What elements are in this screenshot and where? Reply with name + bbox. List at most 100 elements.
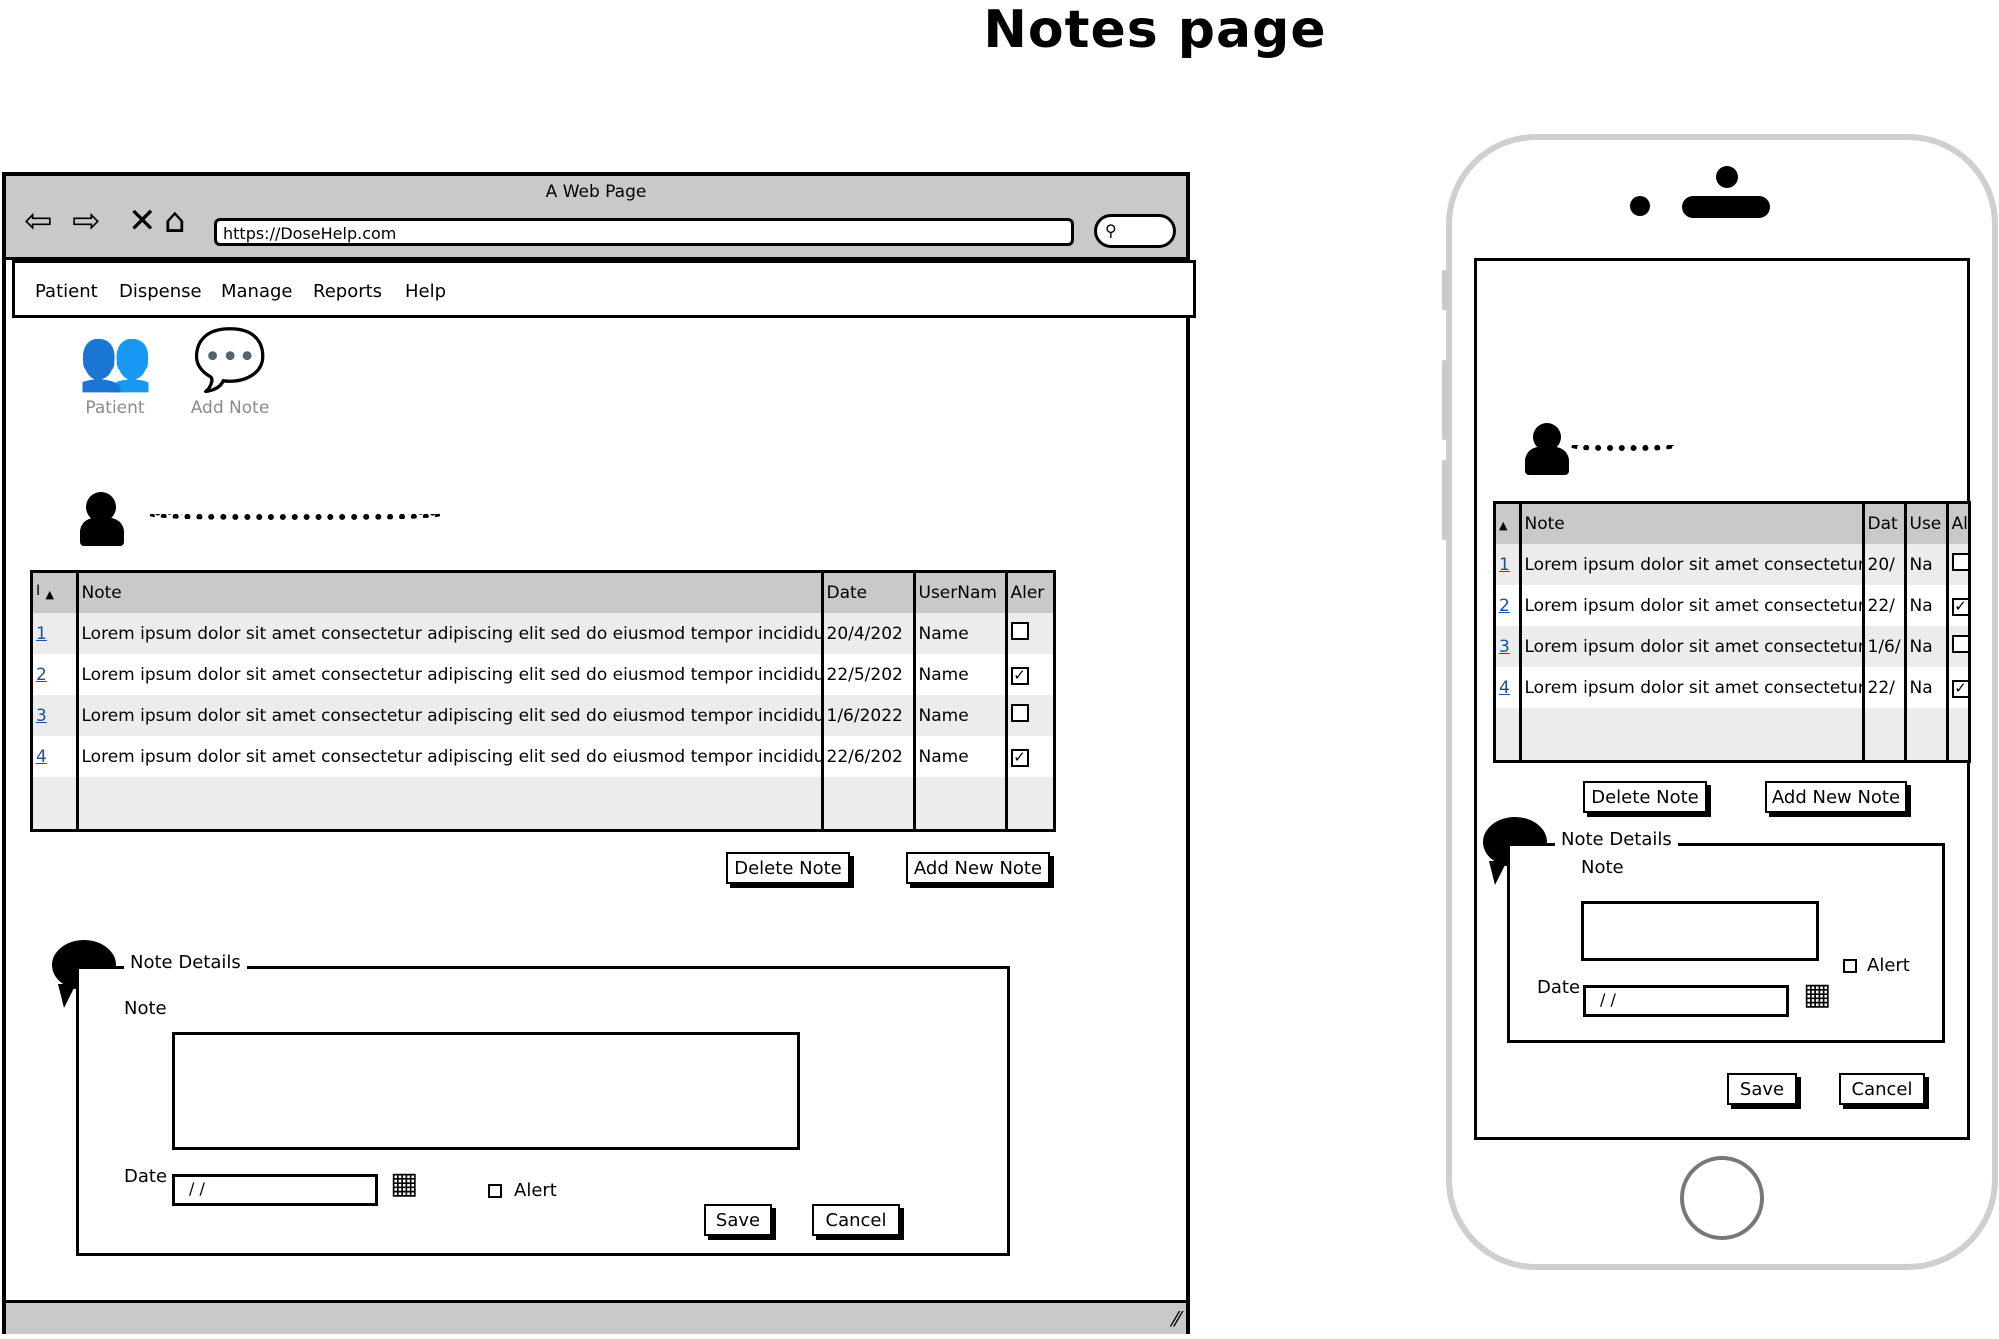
row-link[interactable]: 4 (1499, 677, 1510, 698)
patient-name-placeholder (1571, 441, 1675, 451)
menu-patient[interactable]: Patient (35, 281, 98, 302)
phone-mute-switch (1442, 270, 1448, 310)
table-row[interactable]: 4 Lorem ipsum dolor sit amet consectetur… (33, 736, 1053, 777)
menu-reports[interactable]: Reports (313, 281, 383, 302)
row-link[interactable]: 1 (1499, 554, 1510, 575)
row-user: Na (1903, 544, 1947, 585)
save-button[interactable]: Save (1727, 1073, 1797, 1105)
row-note: Lorem ipsum dolor sit amet consectetur a… (75, 613, 822, 654)
phone-home-button[interactable] (1680, 1156, 1764, 1240)
row-note: Lorem ipsum dolor sit amet consectetur a (1518, 667, 1863, 708)
phone-speaker-icon (1682, 196, 1770, 218)
browser-caption: A Web Page (545, 182, 647, 202)
row-link[interactable]: 3 (36, 705, 47, 726)
column-header-note[interactable]: Note (75, 573, 822, 613)
forward-icon[interactable]: ⇨ (72, 201, 101, 241)
alert-checkbox[interactable] (1951, 553, 1968, 571)
alert-checkbox[interactable]: ✓ (1010, 666, 1029, 685)
delete-note-button[interactable]: Delete Note (1583, 781, 1707, 813)
row-link[interactable]: 3 (1499, 636, 1510, 657)
alert-checkbox-detail[interactable] (488, 1184, 502, 1198)
calendar-icon[interactable]: ▦ (390, 1166, 419, 1201)
patient-name-placeholder (150, 510, 440, 520)
sort-column-header[interactable]: I ▲ (33, 573, 77, 613)
column-header-note[interactable]: Note (1518, 504, 1863, 544)
date-label: Date (124, 1166, 168, 1187)
search-icon: ⚲ (1105, 221, 1117, 240)
alert-checkbox[interactable]: ✓ (1010, 748, 1029, 767)
browser-toolbar: A Web Page ⇦ ⇨ ✕ ⌂ https://DoseHelp.com … (6, 176, 1186, 260)
delete-note-button[interactable]: Delete Note (726, 852, 850, 884)
row-link[interactable]: 2 (1499, 595, 1510, 616)
row-user: Name (912, 736, 1006, 777)
note-details-legend: Note Details (1555, 829, 1678, 850)
notes-table: I ▲ Note Date UserNam Aler 1 Lorem ipsum… (30, 570, 1056, 832)
patient-avatar-icon (86, 492, 116, 522)
menu-manage[interactable]: Manage (221, 281, 293, 302)
column-header-username[interactable]: UserNam (912, 573, 1006, 613)
menu-dispense[interactable]: Dispense (119, 281, 202, 302)
alert-checkbox[interactable] (1010, 704, 1029, 722)
sort-column-header[interactable]: ▲ (1496, 504, 1520, 544)
column-header-alert[interactable]: Al (1945, 504, 1968, 544)
note-textarea[interactable] (1581, 901, 1819, 961)
row-user: Na (1903, 667, 1947, 708)
cancel-button[interactable]: Cancel (1839, 1073, 1925, 1105)
date-label: Date (1537, 977, 1581, 998)
url-field[interactable]: https://DoseHelp.com (214, 218, 1074, 246)
table-row[interactable]: 3 Lorem ipsum dolor sit amet consectetur… (33, 695, 1053, 736)
column-header-date[interactable]: Dat (1861, 504, 1905, 544)
alert-label: Alert (514, 1180, 557, 1201)
menu-bar: Patient Dispense Manage Reports Help (12, 260, 1196, 318)
column-header-username[interactable]: Use (1903, 504, 1947, 544)
alert-checkbox[interactable]: ✓ (1951, 597, 1968, 616)
sort-asc-icon: ▲ (1499, 519, 1508, 532)
browser-search-button[interactable]: ⚲ (1094, 214, 1176, 248)
row-date: 20/ (1861, 544, 1905, 585)
resize-grip-icon[interactable]: ⁄⁄ (1173, 1307, 1180, 1331)
calendar-icon[interactable]: ▦ (1803, 977, 1832, 1012)
date-field[interactable]: / / (1583, 985, 1789, 1017)
back-icon[interactable]: ⇦ (24, 201, 53, 241)
phone-sensor-icon (1716, 166, 1738, 188)
menu-help[interactable]: Help (405, 281, 447, 302)
column-header-alert[interactable]: Aler (1004, 573, 1053, 613)
note-textarea[interactable] (172, 1032, 800, 1150)
note-label: Note (124, 998, 167, 1019)
add-new-note-button[interactable]: Add New Note (906, 852, 1050, 884)
patient-avatar-body (80, 518, 124, 546)
row-link[interactable]: 2 (36, 664, 47, 685)
close-icon[interactable]: ✕ (128, 201, 157, 241)
alert-checkbox[interactable] (1010, 622, 1029, 640)
save-button[interactable]: Save (704, 1204, 772, 1236)
date-field[interactable]: / / (172, 1174, 378, 1206)
tool-patient[interactable]: 👥 Patient (78, 325, 153, 418)
alert-checkbox[interactable] (1951, 635, 1968, 653)
row-link[interactable]: 1 (36, 623, 47, 644)
column-header-date[interactable]: Date (820, 573, 914, 613)
mobile-notes-table: ▲ Note Dat Use Al 1 Lorem ipsum dolor si… (1493, 501, 1971, 763)
table-row[interactable]: 2 Lorem ipsum dolor sit amet consectetur… (33, 654, 1053, 695)
row-date: 22/ (1861, 585, 1905, 626)
table-row-empty (1496, 708, 1968, 760)
cancel-button[interactable]: Cancel (812, 1204, 900, 1236)
patients-group-icon: 👥 (78, 325, 153, 395)
row-date: 20/4/202 (820, 613, 914, 654)
row-user: Name (912, 695, 1006, 736)
alert-checkbox-detail[interactable] (1843, 959, 1857, 973)
phone-screen: ▲ Note Dat Use Al 1 Lorem ipsum dolor si… (1474, 258, 1971, 1140)
chat-bubbles-icon: 💬 (192, 325, 268, 395)
add-new-note-button[interactable]: Add New Note (1765, 781, 1907, 813)
table-row[interactable]: 4 Lorem ipsum dolor sit amet consectetur… (1496, 667, 1968, 708)
table-row[interactable]: 1 Lorem ipsum dolor sit amet consectetur… (1496, 544, 1968, 585)
tool-add-note[interactable]: 💬 Add Note (180, 330, 280, 418)
home-icon[interactable]: ⌂ (164, 201, 186, 241)
alert-checkbox[interactable]: ✓ (1951, 679, 1968, 698)
table-row[interactable]: 1 Lorem ipsum dolor sit amet consectetur… (33, 613, 1053, 654)
row-note: Lorem ipsum dolor sit amet consectetur a (1518, 585, 1863, 626)
table-row[interactable]: 3 Lorem ipsum dolor sit amet consectetur… (1496, 626, 1968, 667)
sort-asc-icon: ▲ (45, 588, 55, 601)
row-link[interactable]: 4 (36, 746, 47, 767)
row-user: Na (1903, 585, 1947, 626)
table-row[interactable]: 2 Lorem ipsum dolor sit amet consectetur… (1496, 585, 1968, 626)
